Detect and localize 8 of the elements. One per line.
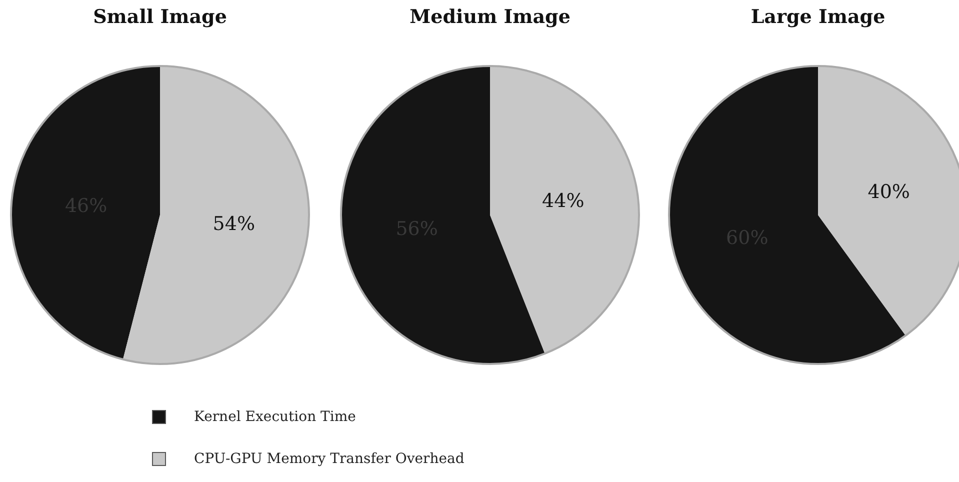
value-label: 54% bbox=[212, 213, 256, 236]
value-label: 44% bbox=[542, 190, 584, 212]
chart-title: Medium Image bbox=[408, 6, 572, 28]
chart-title: Small Image bbox=[92, 6, 228, 28]
chart-title: Large Image bbox=[750, 6, 886, 28]
legend-label: Kernel Execution Time bbox=[194, 409, 356, 425]
legend-label: CPU-GPU Memory Transfer Overhead bbox=[194, 451, 464, 467]
value-label: 40% bbox=[868, 180, 910, 203]
